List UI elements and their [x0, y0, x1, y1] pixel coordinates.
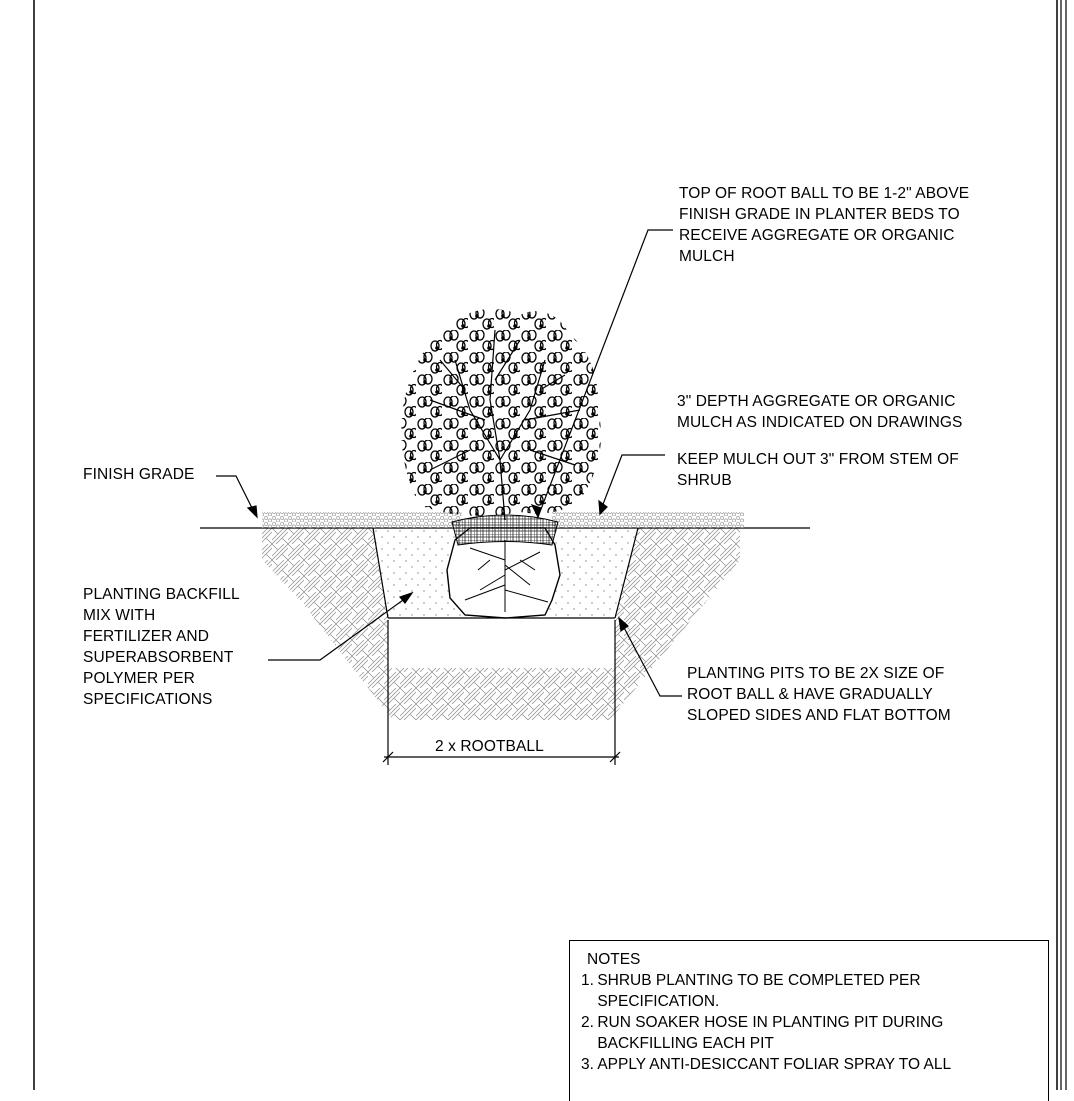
notes-box: NOTES 1. SHRUB PLANTING TO BE COMPLETED … — [569, 940, 1049, 1101]
mulch-out-label: KEEP MULCH OUT 3" FROM STEM OF SHRUB — [677, 451, 959, 489]
finish-grade-label: FINISH GRADE — [83, 466, 195, 483]
shrub-crown — [401, 309, 601, 521]
note-item: 1. SHRUB PLANTING TO BE COMPLETED PER SP… — [581, 970, 921, 1012]
sheet-border — [33, 0, 1067, 1090]
notes-title: NOTES — [587, 951, 641, 968]
leader-lines — [216, 229, 682, 697]
planting-pits-label: PLANTING PITS TO BE 2X SIZE OF ROOT BALL… — [687, 665, 951, 724]
backfill-label: PLANTING BACKFILL MIX WITH FERTILIZER AN… — [83, 586, 240, 708]
dimension-2x-rootball — [382, 620, 621, 765]
dimension-label: 2 x ROOTBALL — [435, 738, 544, 755]
mulch-layer — [262, 512, 744, 528]
root-ball-top-label: TOP OF ROOT BALL TO BE 1-2" ABOVE FINISH… — [679, 185, 970, 265]
mulch-depth-label: 3" DEPTH AGGREGATE OR ORGANIC MULCH AS I… — [677, 393, 963, 431]
note-number: 1. — [581, 972, 594, 989]
note-number: 2. — [581, 1014, 594, 1031]
note-text: APPLY ANTI-DESICCANT FOLIAR SPRAY TO ALL — [597, 1056, 952, 1073]
note-item: 2. RUN SOAKER HOSE IN PLANTING PIT DURIN… — [581, 1012, 943, 1054]
existing-soil-hatch — [262, 528, 740, 720]
note-text: SHRUB PLANTING TO BE COMPLETED PER SPECI… — [597, 972, 921, 1010]
root-ball — [446, 514, 561, 619]
note-item: 3. APPLY ANTI-DESICCANT FOLIAR SPRAY TO … — [581, 1054, 951, 1075]
note-number: 3. — [581, 1056, 594, 1073]
note-text: RUN SOAKER HOSE IN PLANTING PIT DURING B… — [597, 1014, 944, 1052]
